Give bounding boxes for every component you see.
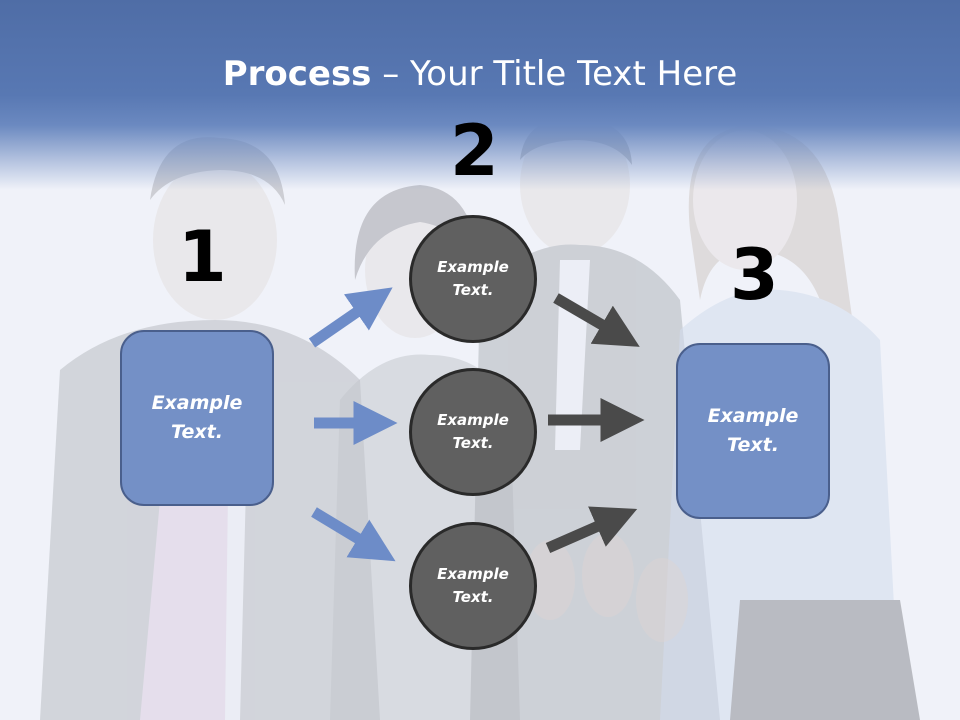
title-rest: – Your Title Text Here	[371, 54, 738, 94]
step-number-1: 1	[178, 216, 227, 298]
title-bold: Process	[222, 54, 372, 94]
arrow-down-right-blue	[311, 507, 396, 562]
slide-title: Process – Your Title Text Here	[0, 52, 960, 96]
arrow-up-right-blue	[308, 287, 393, 348]
circle-bottom: Example Text.	[409, 522, 537, 650]
circle-middle: Example Text.	[409, 368, 537, 496]
right-box: Example Text.	[676, 343, 830, 519]
left-box: Example Text.	[120, 330, 274, 506]
left-box-text: Example Text.	[151, 392, 243, 443]
right-box-text: Example Text.	[707, 405, 799, 456]
circle-middle-text: Example Text.	[437, 411, 509, 452]
circle-top: Example Text.	[409, 215, 537, 343]
step-number-3: 3	[730, 234, 779, 316]
arrow-down-right-dark	[553, 293, 640, 347]
circle-bottom-text: Example Text.	[437, 565, 509, 606]
header-band	[0, 0, 960, 190]
circle-top-text: Example Text.	[437, 258, 509, 299]
arrow-up-right-dark	[545, 506, 638, 554]
step-number-2: 2	[450, 110, 499, 192]
